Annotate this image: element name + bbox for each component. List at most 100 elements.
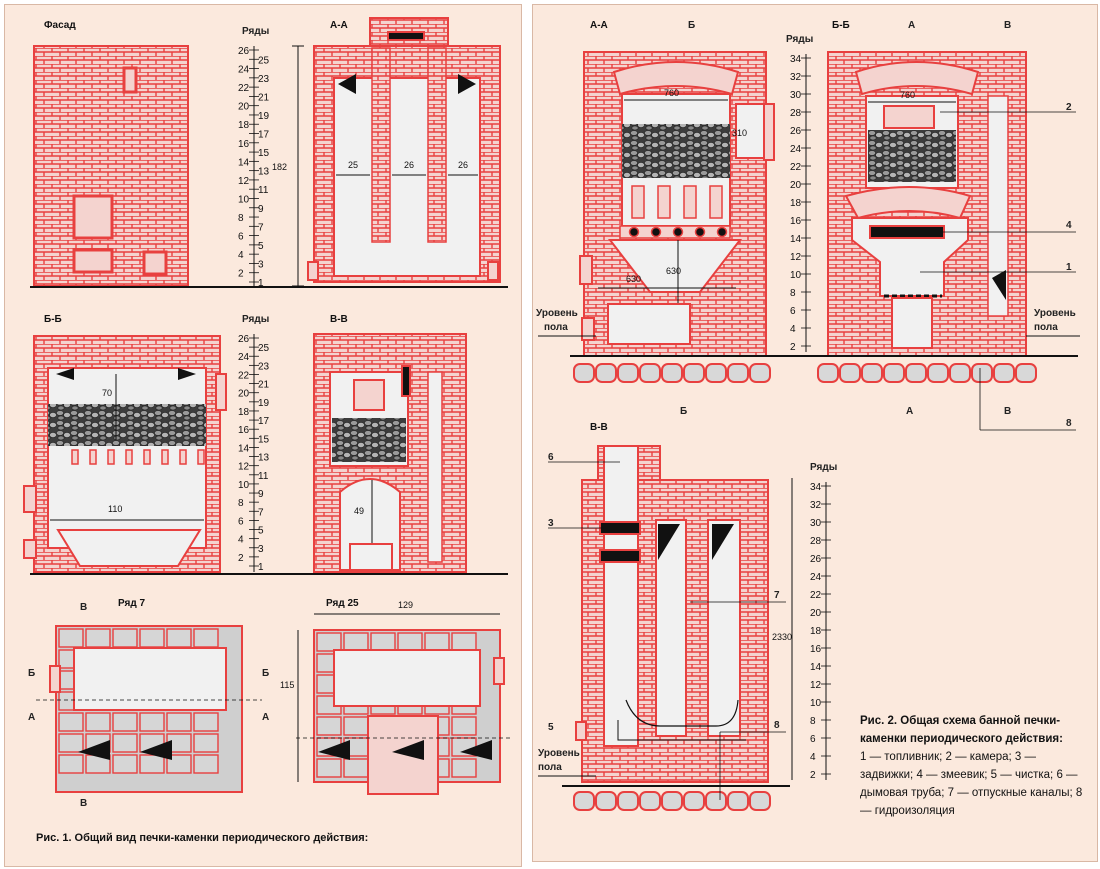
row-tick-label: 26 (238, 46, 250, 57)
facade-flue-door (122, 66, 138, 94)
bb-view-title: Б-Б (44, 314, 62, 325)
row-tick-label: 13 (258, 453, 270, 464)
row-tick-label: 28 (810, 536, 822, 547)
facade-view-title: Фасад (44, 20, 76, 31)
row-tick-label: 19 (258, 398, 270, 409)
f2-aa-mark-b-bottom: Б (680, 406, 687, 417)
row7-mark-b-right: Б (262, 668, 269, 679)
row-tick-label: 30 (790, 90, 802, 101)
row-tick-label: 6 (810, 734, 816, 745)
f2-scale-rows-label-2: Ряды (810, 462, 837, 473)
row-tick-label: 2 (810, 770, 816, 781)
bb-width-110: 110 (108, 504, 122, 514)
f2-bb-mark-a-bottom: А (906, 406, 913, 417)
row-tick-label: 6 (238, 232, 244, 243)
row-tick-label: 8 (810, 716, 816, 727)
f2-bb-stones (868, 130, 956, 182)
row-tick-label: 16 (238, 425, 250, 436)
f2-floor-label-c2: пола (538, 762, 562, 773)
row-tick-label: 24 (810, 572, 822, 583)
row-tick-label: 32 (790, 72, 802, 83)
row-tick-label: 20 (238, 102, 250, 113)
row-tick-label: 8 (790, 288, 796, 299)
vv-height-49: 49 (354, 506, 364, 516)
row-tick-label: 6 (238, 516, 244, 527)
f2-bb-mark-v-top: В (1004, 20, 1011, 31)
row-tick-label: 10 (790, 270, 802, 281)
f2-callout-1: 1 (1066, 262, 1072, 273)
row-tick-label: 14 (238, 157, 250, 168)
f2-bb-mark-v-bottom: В (1004, 406, 1011, 417)
f2-callout-8: 8 (1066, 418, 1072, 429)
row-tick-label: 7 (258, 222, 264, 233)
aa-width-26b: 26 (458, 160, 468, 170)
row-tick-label: 5 (258, 526, 264, 537)
f2-floor-label-b2: пола (1034, 322, 1058, 333)
row-tick-label: 2 (238, 269, 244, 280)
f2-width-760b: 760 (900, 90, 915, 100)
row-tick-label: 25 (258, 55, 270, 66)
row7-mark-v-bottom: В (80, 798, 87, 809)
row-tick-label: 34 (810, 482, 822, 493)
aa-width-26a: 26 (404, 160, 414, 170)
f2-callout-2: 2 (1066, 102, 1072, 113)
row7-plan-title: Ряд 7 (118, 598, 145, 609)
vv-view-title: В-В (330, 314, 348, 325)
row-tick-label: 28 (790, 108, 802, 119)
row-tick-label: 20 (238, 389, 250, 400)
row-tick-label: 3 (258, 259, 264, 270)
row-tick-label: 17 (258, 416, 270, 427)
f2-scale-rows-label-1: Ряды (786, 34, 813, 45)
f2-floor-label-b1: Уровень (1034, 308, 1076, 319)
f2-height-2330: 2330 (772, 632, 792, 642)
row-tick-label: 26 (790, 126, 802, 137)
row-tick-label: 14 (238, 443, 250, 454)
f2-height-310: 310 (732, 128, 747, 138)
row-tick-label: 20 (810, 608, 822, 619)
row-tick-label: 18 (238, 120, 250, 131)
row-tick-label: 18 (790, 198, 802, 209)
row-tick-label: 26 (810, 554, 822, 565)
row-tick-label: 9 (258, 204, 264, 215)
f2-bb-mark-a-top: А (908, 20, 915, 31)
row-tick-label: 1 (258, 562, 264, 573)
figure-2-caption-title: Рис. 2. Общая схема банной печки-каменки… (860, 715, 1063, 745)
f2-floor-label-a2: пола (544, 322, 568, 333)
f2-callout-6: 6 (548, 452, 554, 463)
f2-height-630: 630 (666, 266, 681, 276)
row25-plan-title: Ряд 25 (326, 598, 359, 609)
figure-2-caption: Рис. 2. Общая схема банной печки-каменки… (860, 712, 1092, 820)
row7-mark-a-right: А (262, 712, 269, 723)
f2-floor-label-c1: Уровень (538, 748, 580, 759)
row-tick-label: 24 (238, 65, 250, 76)
f2-width-630: 630 (626, 274, 641, 284)
f2-aa-view-title: А-А (590, 20, 608, 31)
row-tick-label: 8 (238, 213, 244, 224)
row-tick-label: 24 (790, 144, 802, 155)
row-tick-label: 10 (238, 194, 250, 205)
bb-width-70: 70 (102, 388, 112, 398)
row-tick-label: 12 (238, 176, 250, 187)
row-tick-label: 15 (258, 148, 270, 159)
row-scale-1: 2625242322212019181716151413121110987654… (238, 46, 270, 289)
row-tick-label: 2 (790, 342, 796, 353)
row-tick-label: 2 (238, 553, 244, 564)
row-tick-label: 3 (258, 544, 264, 555)
figure-2-legend: 1 — топливник; 2 — камера; 3 — задвижки;… (860, 751, 1083, 817)
row-tick-label: 5 (258, 241, 264, 252)
row-tick-label: 6 (790, 306, 796, 317)
row-tick-label: 26 (238, 334, 250, 345)
height-182-dimension: 182 (272, 162, 287, 172)
f2-callout-4: 4 (1066, 220, 1072, 231)
row-tick-label: 16 (790, 216, 802, 227)
row-tick-label: 20 (790, 180, 802, 191)
vv-stones (332, 418, 406, 462)
row-tick-label: 4 (790, 324, 796, 335)
row-tick-label: 18 (810, 626, 822, 637)
aa-view-title: А-А (330, 20, 348, 31)
facade-wall (33, 45, 189, 287)
row-tick-label: 23 (258, 74, 270, 85)
